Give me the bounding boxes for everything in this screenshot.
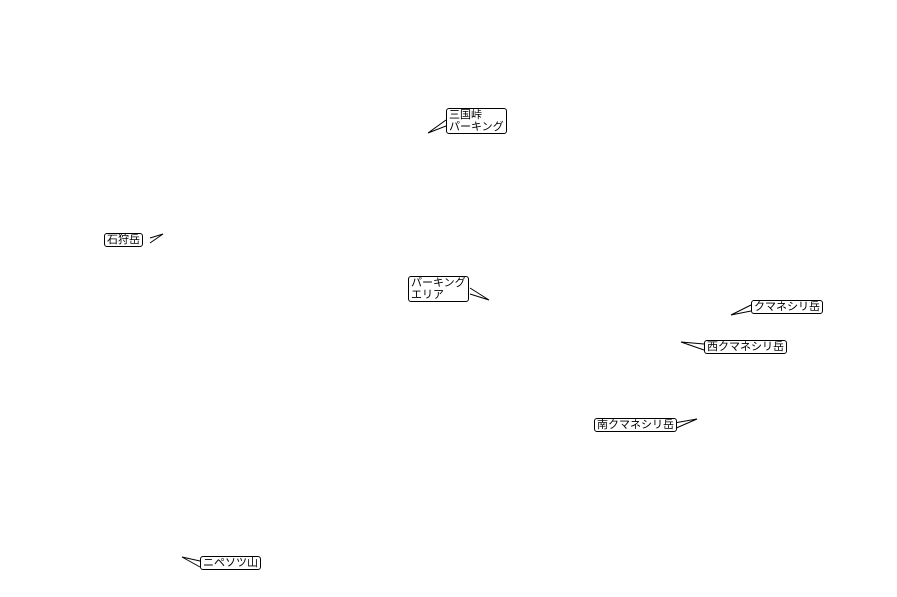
label-line: 西クマネシリ岳 (707, 340, 784, 353)
label-line: 石狩岳 (107, 233, 140, 246)
label-mikuni-toge-parking[interactable]: 三国峠 パーキング (446, 108, 507, 134)
label-nipesotsu-yama[interactable]: ニペソツ山 (200, 556, 261, 570)
label-line: クマネシリ岳 (754, 300, 820, 313)
leader-ishikari-dake (149, 233, 164, 244)
label-line: 南クマネシリ岳 (597, 418, 674, 431)
label-minami-kumaneshiri-dake[interactable]: 南クマネシリ岳 (594, 418, 677, 432)
leader-mikuni-toge-parking (427, 119, 447, 134)
label-line: エリア (411, 288, 444, 301)
label-ishikari-dake[interactable]: 石狩岳 (104, 233, 143, 247)
label-nishi-kumaneshiri-dake[interactable]: 西クマネシリ岳 (704, 340, 787, 354)
leader-nipesotsu-yama (181, 556, 201, 568)
leader-parking-area (469, 287, 490, 301)
label-kumaneshiri-dake[interactable]: クマネシリ岳 (751, 300, 823, 314)
leader-kumaneshiri-dake (730, 304, 752, 316)
label-line: パーキング (411, 276, 466, 289)
label-line: 三国峠 (449, 108, 482, 121)
label-line: ニペソツ山 (203, 556, 258, 569)
label-parking-area[interactable]: パーキング エリア (408, 276, 469, 302)
leader-minami-kumaneshiri-dake (673, 418, 698, 430)
label-line: パーキング (449, 120, 504, 133)
leader-nishi-kumaneshiri-dake (680, 341, 705, 351)
